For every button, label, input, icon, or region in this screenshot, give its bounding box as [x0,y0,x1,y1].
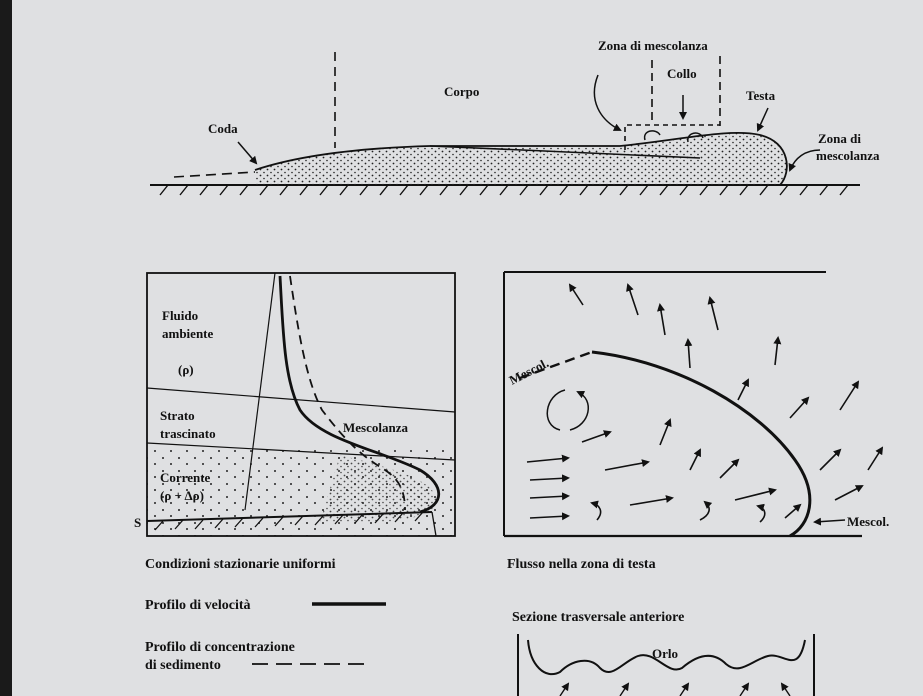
gravity-current-profile: Coda Corpo Zona di mescolanza Collo Test… [150,38,880,195]
velocity-concentration-profile: Fluido ambiente (ρ) Strato trascinato Co… [134,273,455,536]
cross-section-diagram: Sezione trasversale anteriore Orlo [512,610,814,696]
label-zona-di: Zona di [818,131,861,146]
caption-right: Flusso nella zona di testa [507,557,656,572]
cross-section-orlo: Orlo [652,646,678,661]
label-mescol-top: Mescol. [507,355,551,388]
label-s: S [134,515,141,530]
label-rho: (ρ) [178,362,194,377]
label-corrente-density: (ρ + Δρ) [160,488,204,503]
label-mescolanza-left: Mescolanza [343,420,408,435]
legend-concentration-label-2: di sedimento [145,658,221,673]
label-testa: Testa [746,88,776,103]
legend-concentration-label-1: Profilo di concentrazione [145,640,295,655]
label-corrente: Corrente [160,470,211,485]
label-mescol-bottom: Mescol. [847,514,889,529]
legend: Profilo di velocità Profilo di concentra… [145,598,386,673]
label-corpo: Corpo [444,84,479,99]
label-trascinato: trascinato [160,426,216,441]
label-mescolanza-right: mescolanza [816,148,880,163]
label-collo: Collo [667,66,697,81]
head-flow-diagram: Mescol. Mescol. [504,272,889,536]
label-strato: Strato [160,408,195,423]
label-fluido: Fluido [162,308,198,323]
caption-left: Condizioni stazionarie uniformi [145,557,336,572]
cross-section-title: Sezione trasversale anteriore [512,610,684,625]
label-zona-mescolanza-top: Zona di mescolanza [598,38,708,53]
label-ambiente: ambiente [162,326,214,341]
label-coda: Coda [208,121,238,136]
legend-velocity-label: Profilo di velocità [145,598,251,613]
